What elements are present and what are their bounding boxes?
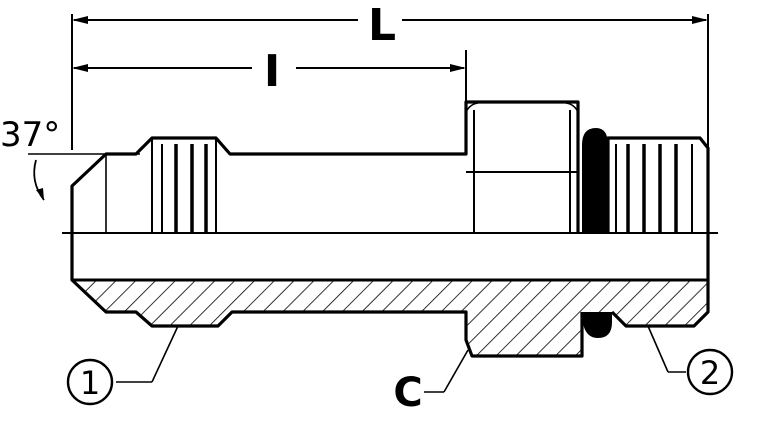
callout-1-label: 1	[80, 364, 100, 402]
callout-1: 1	[66, 358, 114, 406]
dimension-i-label: I	[264, 46, 280, 97]
flare-angle-label: 37°	[0, 115, 60, 155]
o-ring	[582, 128, 608, 233]
orb-thread	[606, 136, 710, 233]
flare-angle-dimension: 37°	[0, 115, 140, 201]
jic-thread-lines	[151, 138, 217, 233]
o-ring-section	[582, 312, 612, 338]
callout-c-label: C	[393, 370, 422, 416]
dimension-l-label: L	[368, 0, 396, 51]
dimension-l: L	[71, 0, 709, 150]
dimension-i: I	[72, 46, 467, 104]
fitting-section-view	[70, 233, 710, 358]
leader-lines	[116, 325, 686, 393]
hex-body	[465, 102, 579, 233]
callout-2: 2	[686, 348, 734, 396]
callout-2-label: 2	[700, 354, 720, 392]
fitting-exterior-view	[70, 100, 710, 233]
